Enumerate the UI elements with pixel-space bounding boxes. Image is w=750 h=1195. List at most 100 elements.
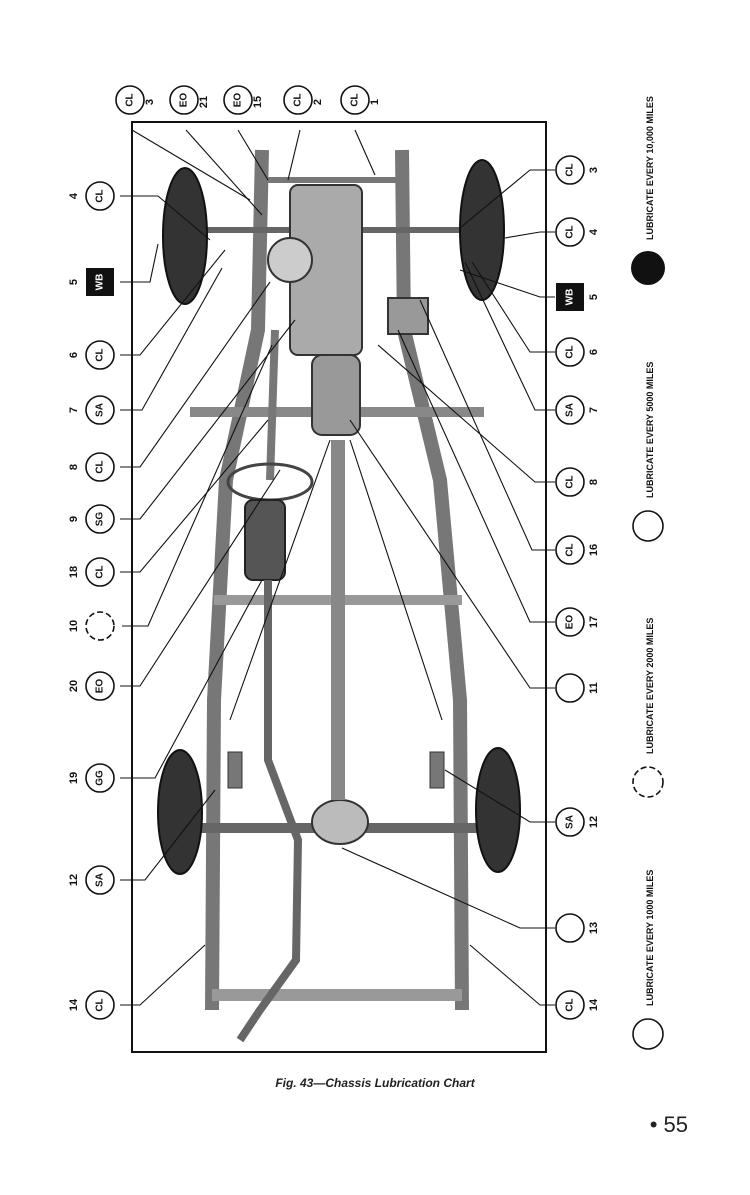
left-label-5: SG 9 xyxy=(68,504,115,534)
lubricant-code: CL xyxy=(125,93,136,106)
lubricant-code: CL xyxy=(350,93,361,106)
legend-text: LUBRICATE EVERY 5000 MILES xyxy=(645,362,655,498)
circle-marker-icon xyxy=(223,85,253,115)
lubrication-point-number: 5 xyxy=(68,279,80,285)
right-label-8: 11 xyxy=(555,673,600,703)
right-label-7: EO 17 xyxy=(555,607,600,637)
circle-marker-icon xyxy=(632,510,664,542)
lubrication-point-number: 7 xyxy=(588,407,600,413)
left-label-3: SA 7 xyxy=(68,395,115,425)
circle-marker-icon xyxy=(340,85,370,115)
circle-marker-icon xyxy=(85,763,115,793)
legend-text: LUBRICATE EVERY 2000 MILES xyxy=(645,618,655,754)
circle-marker-icon xyxy=(85,671,115,701)
lubrication-interval-legend: LUBRICATE EVERY 10,000 MILES LUBRICATE EV… xyxy=(631,96,665,1050)
circle-marker-icon xyxy=(85,865,115,895)
legend-text: LUBRICATE EVERY 1000 MILES xyxy=(645,870,655,1006)
circle-marker-icon xyxy=(85,990,115,1020)
lubrication-point-number: 1 xyxy=(369,99,381,105)
lubricant-code: WB xyxy=(95,274,106,291)
page-number: • 55 xyxy=(649,1112,688,1137)
lubricant-code: CL xyxy=(565,475,576,488)
legend-item-1: LUBRICATE EVERY 5000 MILES xyxy=(632,362,664,542)
circle-marker-icon xyxy=(555,535,585,565)
right-label-9: SA 12 xyxy=(555,807,600,837)
square-marker-icon xyxy=(556,283,584,311)
circle-marker-icon xyxy=(169,85,199,115)
circle-marker-icon xyxy=(85,395,115,425)
lubricant-code: EO xyxy=(233,93,244,108)
circle-marker-icon xyxy=(555,807,585,837)
circle-marker-icon xyxy=(283,85,313,115)
lubricant-code: EO xyxy=(95,679,106,694)
circle-marker-icon xyxy=(555,395,585,425)
circle-marker-icon xyxy=(85,181,115,211)
left-label-2: CL 6 xyxy=(68,340,115,370)
top-label-4: CL 1 xyxy=(340,85,381,115)
circle-marker-icon xyxy=(555,337,585,367)
lubrication-point-number: 13 xyxy=(588,922,600,934)
lubrication-point-number: 14 xyxy=(68,998,80,1011)
lubrication-point-number: 3 xyxy=(588,167,600,173)
lubricant-code: CL xyxy=(95,348,106,361)
lubricant-code: EO xyxy=(565,615,576,630)
right-label-10: 13 xyxy=(555,913,600,943)
lubrication-point-number: 15 xyxy=(252,96,264,108)
circle-marker-icon xyxy=(115,85,145,115)
legend-text: LUBRICATE EVERY 10,000 MILES xyxy=(645,96,655,240)
circle-marker-icon xyxy=(85,452,115,482)
lubrication-point-number: 12 xyxy=(588,816,600,828)
lubrication-point-number: 4 xyxy=(68,192,80,199)
circle-marker-icon xyxy=(555,467,585,497)
lubrication-point-number: 16 xyxy=(588,544,600,556)
top-label-0: CL 3 xyxy=(115,85,156,115)
legend-item-3: LUBRICATE EVERY 1000 MILES xyxy=(632,870,664,1050)
chassis-illustration xyxy=(157,149,521,1043)
lubrication-point-number: 8 xyxy=(588,479,600,485)
lubricant-code: CL xyxy=(565,163,576,176)
lubricant-code: CL xyxy=(95,998,106,1011)
leader-lines xyxy=(120,129,555,1006)
left-label-0: CL4 xyxy=(68,181,115,211)
top-label-2: EO 15 xyxy=(223,85,264,115)
filled-circle-icon xyxy=(631,251,665,285)
circle-marker-icon xyxy=(555,673,585,703)
lubrication-point-number: 17 xyxy=(588,616,600,628)
lubricant-code: SG xyxy=(95,512,106,527)
left-label-8: EO 20 xyxy=(68,671,115,701)
lubricant-code: CL xyxy=(95,460,106,473)
lubricant-code: WB xyxy=(565,289,576,306)
right-label-0: CL 3 xyxy=(555,155,600,185)
circle-marker-icon xyxy=(555,990,585,1020)
left-label-11: CL 14 xyxy=(68,990,115,1020)
lubrication-point-number: 19 xyxy=(68,772,80,784)
lubricant-code: SA xyxy=(95,403,106,417)
lubricant-code: CL xyxy=(565,998,576,1011)
lubricant-code: CL xyxy=(565,225,576,238)
lubricant-code: SA xyxy=(565,815,576,829)
lubrication-point-number: 6 xyxy=(588,349,600,355)
lubricant-code: CL xyxy=(565,543,576,556)
circle-marker-icon xyxy=(85,504,115,534)
lubrication-point-number: 9 xyxy=(68,516,80,522)
lubrication-point-number: 10 xyxy=(68,620,80,632)
lubrication-point-number: 6 xyxy=(68,352,80,358)
lubrication-point-number: 20 xyxy=(68,680,80,692)
lubrication-point-number: 7 xyxy=(68,407,80,413)
lubrication-point-number: 12 xyxy=(68,874,80,886)
lubricant-code: CL xyxy=(293,93,304,106)
lubrication-point-number: 8 xyxy=(68,464,80,470)
lubrication-point-number: 3 xyxy=(144,99,156,105)
circle-marker-icon xyxy=(632,766,664,798)
